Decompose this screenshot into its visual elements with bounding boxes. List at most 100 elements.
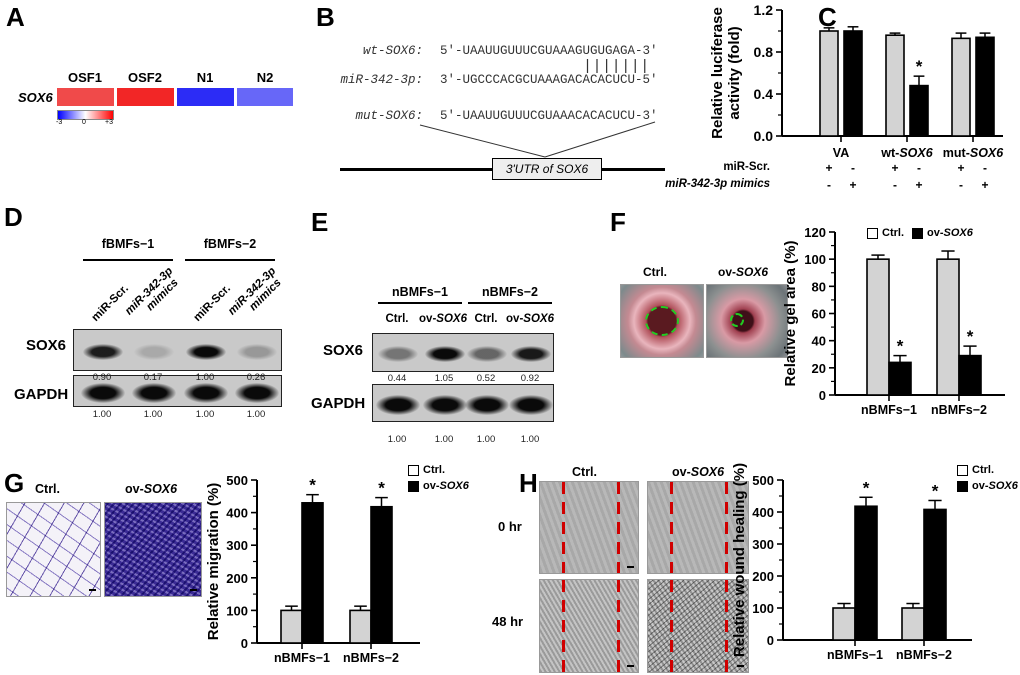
heatmap-col-label: OSF1 — [68, 70, 102, 85]
blot-band — [235, 382, 279, 403]
bar-ctrl- — [832, 607, 856, 641]
table-row-label: miR-Scr. — [723, 161, 770, 173]
band-quantification: 0.92 — [520, 373, 540, 384]
y-axis-label: Relative gel area (%) — [782, 241, 799, 387]
significance-mark: * — [863, 478, 870, 497]
sign-cell: + — [957, 161, 965, 175]
legend-text: SOX6 — [439, 480, 469, 492]
x-tick-label: mut-SOX6 — [943, 146, 1004, 160]
band-quantification: 1.00 — [520, 434, 540, 445]
group-label: fBMFs−1 — [101, 237, 155, 251]
utr-connector — [544, 121, 656, 158]
blot-band — [465, 394, 509, 415]
y-tick-label: 0.4 — [754, 86, 774, 102]
blot-row-label: SOX6 — [323, 342, 364, 359]
wound-edge-line — [562, 482, 565, 573]
panel-label-e: E — [311, 207, 329, 237]
heatmap-col-label: N1 — [196, 70, 214, 85]
y-tick-label: 0 — [241, 636, 248, 651]
panel-label-h: H — [519, 468, 538, 498]
group-underline — [378, 302, 462, 304]
legend-text: ov- — [927, 227, 944, 239]
lane-label: Ctrl. — [367, 313, 427, 325]
lane-label: ov-SOX6 — [500, 313, 560, 325]
y-axis-label: Relative wound healing (%) — [731, 463, 748, 657]
legend-ov: ov-SOX6 — [408, 480, 469, 492]
legend-ctrl: Ctrl. — [957, 464, 994, 476]
bar-ov-sox6 — [888, 361, 912, 396]
blot-band — [132, 382, 176, 403]
x-tick-label: nBMFs−2 — [931, 403, 987, 417]
gel-outline — [730, 313, 744, 327]
x-tick-text: nBMFs−2 — [931, 403, 987, 417]
y-tick-label: 200 — [226, 571, 248, 586]
scale-bar — [737, 665, 744, 667]
wound-edge-line — [725, 580, 728, 672]
blot-gapdh — [372, 384, 554, 422]
legend-swatch — [408, 480, 419, 492]
transwell-image-ctrl — [6, 502, 101, 597]
legend-swatch — [957, 464, 968, 476]
bar-mir-scr- — [951, 37, 971, 137]
band-quantification: 1.00 — [246, 409, 266, 420]
blot-band — [423, 394, 467, 415]
group-underline — [83, 259, 173, 261]
lane-label-text: ov- — [419, 313, 437, 325]
x-tick-text: nBMFs−1 — [827, 648, 883, 662]
lane-label-text: SOX6 — [523, 313, 554, 325]
image-label-ov: ov-SOX6 — [125, 482, 177, 496]
scale-bar — [627, 566, 634, 568]
legend-text: ov- — [972, 480, 989, 492]
x-tick-label: nBMFs−1 — [274, 651, 330, 665]
colorbar-max: +3 — [105, 119, 113, 126]
blot-band — [186, 344, 226, 360]
legend-swatch — [912, 227, 923, 239]
bar-ov-sox6 — [923, 508, 947, 641]
bar-ctrl- — [936, 258, 960, 396]
bar-ctrl- — [901, 607, 925, 641]
heatmap-cell — [57, 88, 114, 106]
heatmap-col-label: OSF2 — [128, 70, 162, 85]
bar-ov-sox6 — [370, 505, 393, 644]
x-tick-label: nBMFs−1 — [827, 648, 883, 662]
wound-edge-line — [670, 580, 673, 672]
y-tick-label: 60 — [812, 307, 826, 322]
seq-label-wt: wt-SOX6: — [362, 44, 423, 58]
band-quantification: 1.00 — [195, 372, 215, 383]
bar-mir-scr- — [885, 34, 905, 137]
y-tick-label: 400 — [226, 506, 248, 521]
blot-gapdh — [73, 375, 282, 407]
label-text: ov- — [718, 265, 736, 279]
y-tick-label: 1.2 — [754, 2, 774, 18]
gel-image-ctrl — [620, 284, 704, 358]
significance-mark: * — [309, 476, 316, 495]
y-tick-label: 80 — [812, 279, 826, 294]
y-axis-label: activity (fold) — [726, 26, 743, 119]
gel-outline — [645, 306, 679, 336]
y-axis-label: Relative luciferase — [709, 7, 726, 139]
bar-mir-342-3p-mimics — [975, 36, 995, 137]
legend-label: ov-SOX6 — [423, 480, 469, 492]
legend-text: SOX6 — [943, 227, 973, 239]
legend-ov: ov-SOX6 — [912, 227, 973, 239]
wound-edge-line — [725, 482, 728, 573]
x-tick-text: nBMFs−1 — [274, 651, 330, 665]
y-tick-label: 0.0 — [754, 128, 774, 144]
x-tick-text: nBMFs−1 — [861, 403, 917, 417]
sign-cell: - — [917, 161, 921, 175]
bar-ov-sox6 — [854, 505, 878, 641]
x-tick-text: wt- — [880, 146, 899, 160]
y-axis-label: Relative migration (%) — [205, 483, 222, 641]
image-label-ctrl: Ctrl. — [643, 265, 667, 279]
sign-cell: - — [959, 178, 963, 192]
label-text: SOX6 — [736, 265, 769, 279]
seq-label-mir: miR-342-3p: — [340, 73, 423, 87]
band-quantification: 0.52 — [476, 373, 496, 384]
heatmap-cell — [117, 88, 174, 106]
band-quantification: 1.00 — [92, 409, 112, 420]
y-tick-label: 0 — [819, 388, 826, 403]
sign-cell: + — [825, 161, 833, 175]
x-tick-text: nBMFs−2 — [343, 651, 399, 665]
sign-cell: - — [851, 161, 855, 175]
